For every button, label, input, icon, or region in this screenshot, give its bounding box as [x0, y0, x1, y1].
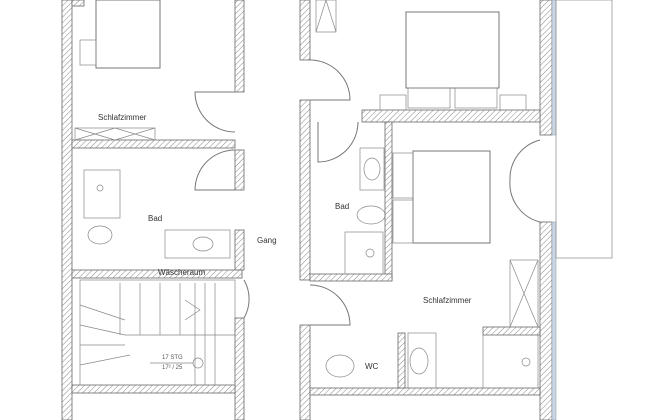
- room-label-bedroom-right: Schlafzimmer: [423, 296, 472, 305]
- room-label-wc: WC: [365, 362, 379, 371]
- walls: [61, 0, 557, 420]
- room-label-bath-left: Bad: [148, 214, 162, 223]
- bed-top-right: [379, 11, 527, 111]
- sanitary-fixtures: [83, 147, 539, 389]
- stairs-steps-label: 17 STG: [162, 355, 183, 361]
- doors[interactable]: [194, 59, 541, 326]
- staircase: [79, 279, 236, 386]
- room-label-bath-right: Bad: [335, 202, 349, 211]
- stairs-ratio-label: 17² / 25: [162, 365, 183, 371]
- bed-middle: [392, 150, 491, 244]
- balcony: [555, 0, 613, 259]
- room-label-bedroom-left: Schlafzimmer: [98, 113, 147, 122]
- wardrobes: [74, 0, 539, 328]
- room-label-laundry: Wäscheraum: [158, 268, 205, 277]
- bed-top-left: [79, 0, 161, 69]
- room-label-hallway: Gang: [257, 236, 277, 245]
